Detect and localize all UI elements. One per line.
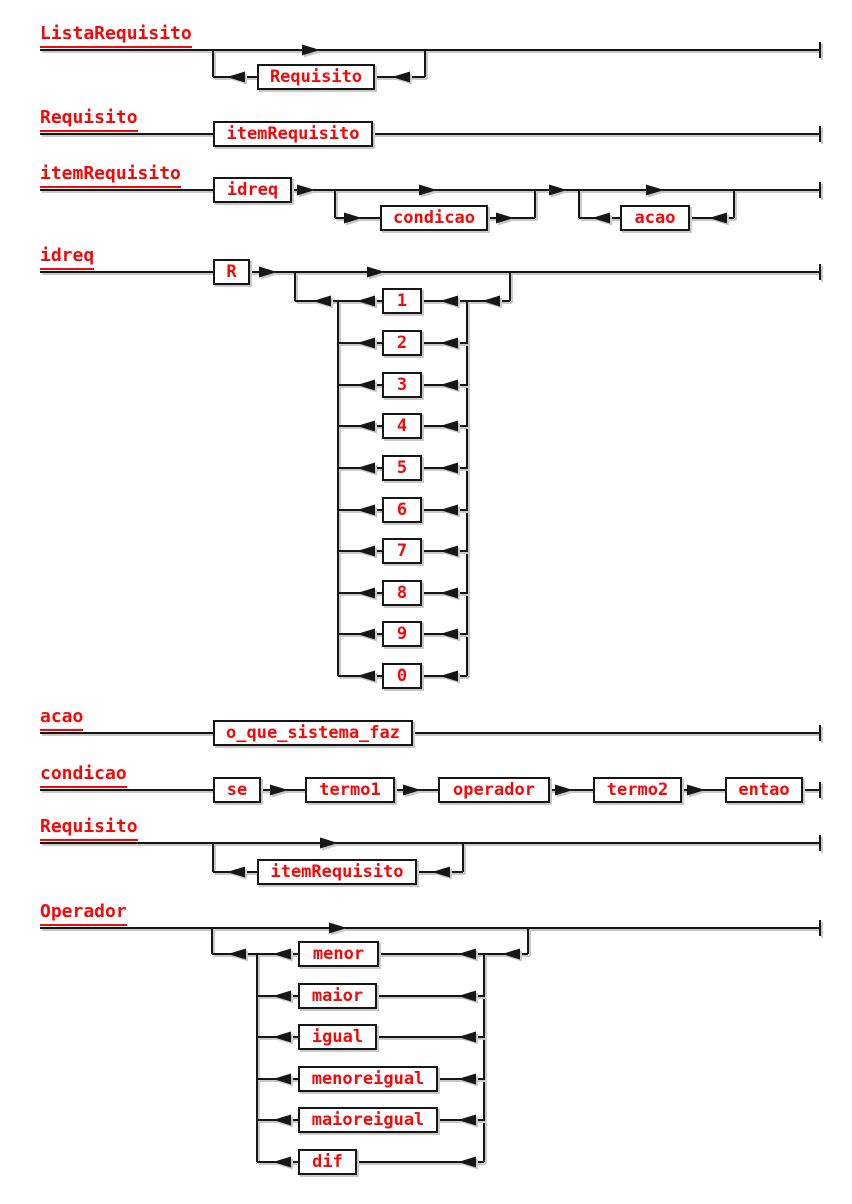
arrowhead-icon (440, 504, 458, 516)
arrowhead-icon (440, 420, 458, 432)
arrowhead-icon (357, 504, 375, 516)
arrowhead-icon (357, 545, 375, 557)
arrowhead-icon (357, 628, 375, 640)
node-box: maioreigual (298, 1107, 438, 1133)
node-box: menoreigual (298, 1066, 438, 1092)
node-box: 2 (382, 330, 422, 356)
arrowhead-icon (458, 1156, 476, 1168)
rule-label: idreq (40, 246, 95, 270)
arrowhead-icon (228, 948, 246, 960)
arrowhead-icon (367, 266, 385, 278)
arrowhead-icon (392, 71, 410, 83)
arrowhead-icon (482, 295, 500, 307)
node-box: 7 (382, 538, 422, 564)
node-box: 6 (382, 497, 422, 523)
arrowhead-icon (357, 420, 375, 432)
arrowhead-icon (458, 948, 476, 960)
arrowhead-icon (273, 990, 291, 1002)
arrowhead-icon (440, 545, 458, 557)
node-box: Requisito (257, 64, 375, 90)
rule-label: condicao (40, 764, 127, 788)
arrowhead-icon (357, 462, 375, 474)
node-box: maior (298, 983, 377, 1009)
arrowhead-icon (502, 948, 520, 960)
arrowhead-icon (458, 990, 476, 1002)
node-box: o_que_sistema_faz (213, 720, 413, 746)
node-box: se (213, 777, 261, 803)
arrowhead-icon (440, 670, 458, 682)
rule-label: Requisito (40, 817, 138, 841)
arrowhead-icon (227, 866, 245, 878)
node-box: termo2 (593, 777, 682, 803)
arrowhead-icon (458, 1073, 476, 1085)
node-box: termo1 (305, 777, 395, 803)
node-box: 9 (382, 621, 422, 647)
arrowhead-icon (344, 212, 362, 224)
arrowhead-icon (273, 1156, 291, 1168)
arrowhead-icon (302, 44, 320, 56)
arrowhead-icon (320, 837, 338, 849)
arrowhead-icon (357, 337, 375, 349)
arrowhead-icon (270, 784, 288, 796)
node-box: 4 (382, 413, 422, 439)
arrowhead-icon (432, 866, 450, 878)
arrowhead-icon (357, 670, 375, 682)
arrowhead-icon (313, 295, 331, 307)
rule-label: itemRequisito (40, 164, 181, 188)
node-box: 8 (382, 580, 422, 606)
arrowhead-icon (555, 784, 573, 796)
node-box: idreq (213, 177, 292, 203)
arrowhead-icon (496, 212, 514, 224)
arrowhead-icon (297, 184, 315, 196)
arrowhead-icon (440, 628, 458, 640)
node-box: itemRequisito (213, 121, 373, 147)
arrowhead-icon (592, 212, 610, 224)
arrowhead-icon (440, 462, 458, 474)
arrowhead-icon (687, 784, 705, 796)
arrowhead-icon (227, 71, 245, 83)
arrowhead-icon (440, 587, 458, 599)
node-box: 3 (382, 372, 422, 398)
node-box: acao (620, 205, 690, 231)
arrowhead-icon (440, 337, 458, 349)
arrowhead-icon (259, 266, 277, 278)
arrowhead-icon (357, 587, 375, 599)
rule-label: Requisito (40, 108, 138, 132)
node-box: R (213, 259, 250, 285)
node-box: igual (298, 1024, 377, 1050)
arrowhead-icon (440, 295, 458, 307)
node-box: 0 (382, 663, 422, 689)
arrowhead-icon (403, 784, 421, 796)
arrowhead-icon (458, 1031, 476, 1043)
rule-label: Operador (40, 902, 127, 926)
arrowhead-icon (440, 379, 458, 391)
arrowhead-icon (273, 948, 291, 960)
node-box: dif (298, 1149, 357, 1175)
rule-label: acao (40, 707, 84, 731)
arrowhead-icon (273, 1031, 291, 1043)
arrowhead-icon (549, 184, 567, 196)
arrowhead-icon (273, 1114, 291, 1126)
node-box: operador (438, 777, 550, 803)
node-box: condicao (380, 205, 488, 231)
arrowhead-icon (458, 1114, 476, 1126)
arrowhead-icon (419, 184, 437, 196)
arrowhead-icon (646, 184, 664, 196)
node-box: entao (725, 777, 803, 803)
rule-label: ListaRequisito (40, 24, 192, 48)
node-box: 1 (382, 288, 422, 314)
node-box: menor (298, 941, 379, 967)
node-box: 5 (382, 455, 422, 481)
arrowhead-icon (273, 1073, 291, 1085)
arrowhead-icon (357, 379, 375, 391)
arrowhead-icon (357, 295, 375, 307)
arrowhead-icon (709, 212, 727, 224)
arrowhead-icon (329, 922, 347, 934)
node-box: itemRequisito (257, 859, 417, 885)
